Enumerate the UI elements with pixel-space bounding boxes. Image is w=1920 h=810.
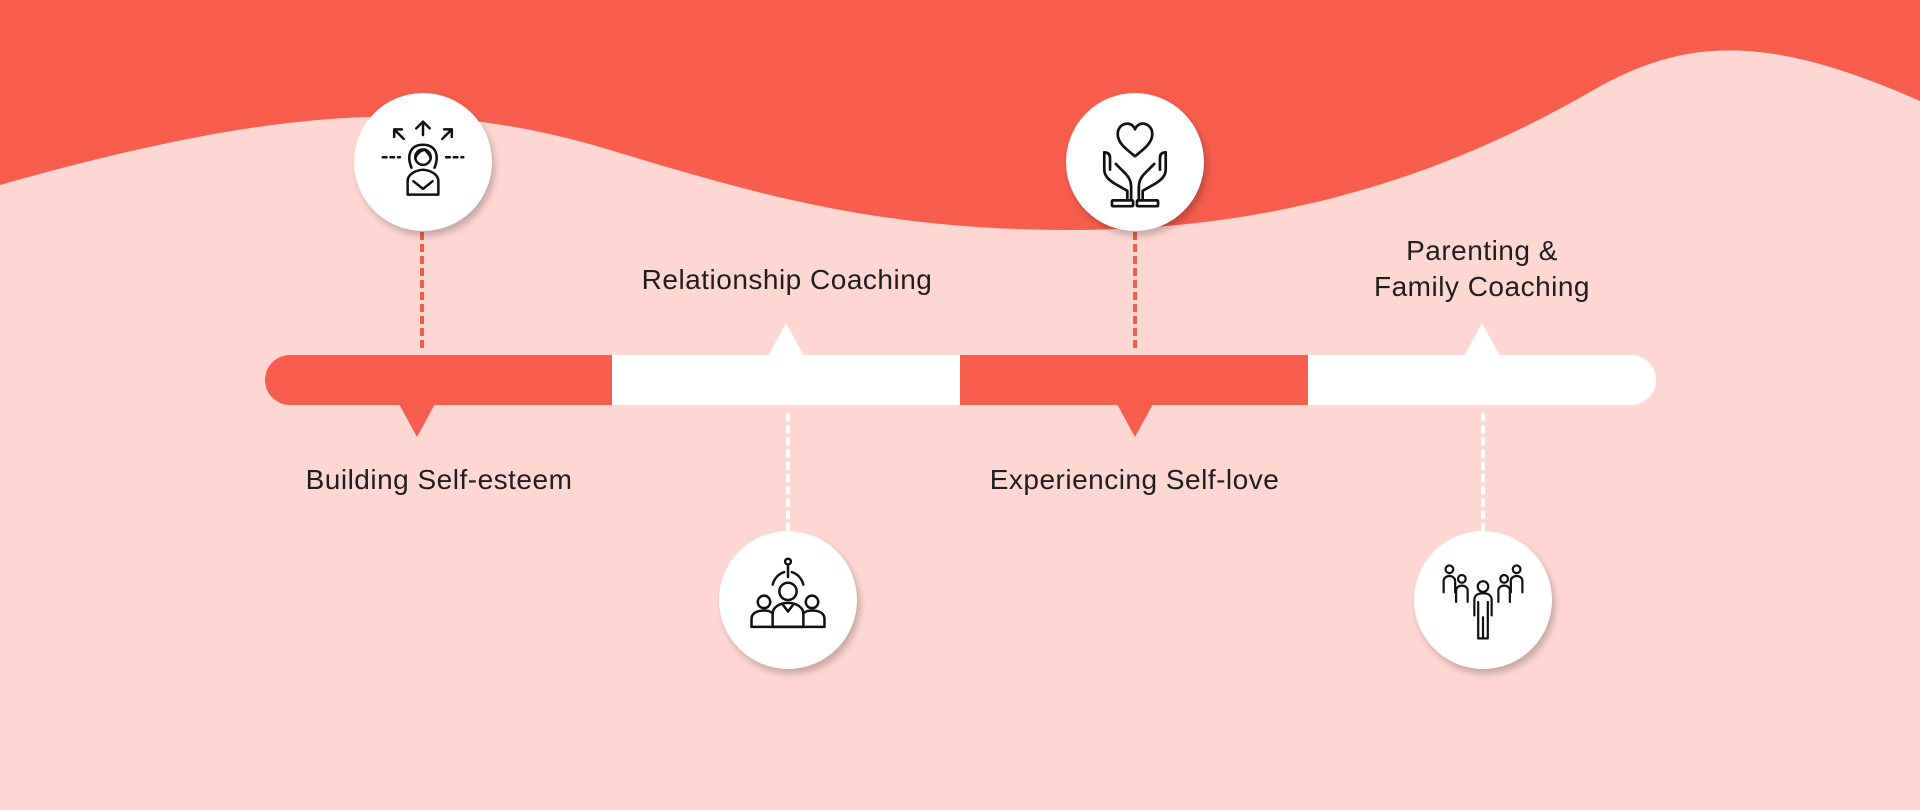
step-2-label: Relationship Coaching [641,264,933,295]
timeline-segment-1 [265,355,613,405]
family-icon [1442,564,1524,640]
step-1-circle [354,93,492,231]
pointer-down-3 [1117,404,1153,437]
timeline-segment-2 [612,355,961,405]
timeline-segment-3 [960,355,1309,405]
heart-hands-icon [1102,122,1168,208]
step-4-label-line2: Family Coaching [1373,271,1591,302]
pointer-up-4 [1464,323,1500,356]
step-4-circle [1414,531,1552,669]
step-2-circle [719,531,857,669]
connector-2 [786,413,790,531]
step-3-label: Experiencing Self-love [989,464,1280,495]
self-esteem-icon [381,120,465,196]
connector-1 [420,232,424,348]
pointer-down-1 [399,404,435,437]
pointer-up-2 [768,323,804,356]
timeline-segment-4 [1308,355,1656,405]
connector-4 [1481,413,1485,531]
step-4-label: Parenting & Family Coaching [1308,233,1656,305]
step-4-label-line1: Parenting & [1406,235,1558,266]
step-1-label: Building Self-esteem [305,464,573,495]
connector-3 [1133,232,1137,348]
group-coaching-icon [750,557,826,629]
step-3-circle [1066,93,1204,231]
